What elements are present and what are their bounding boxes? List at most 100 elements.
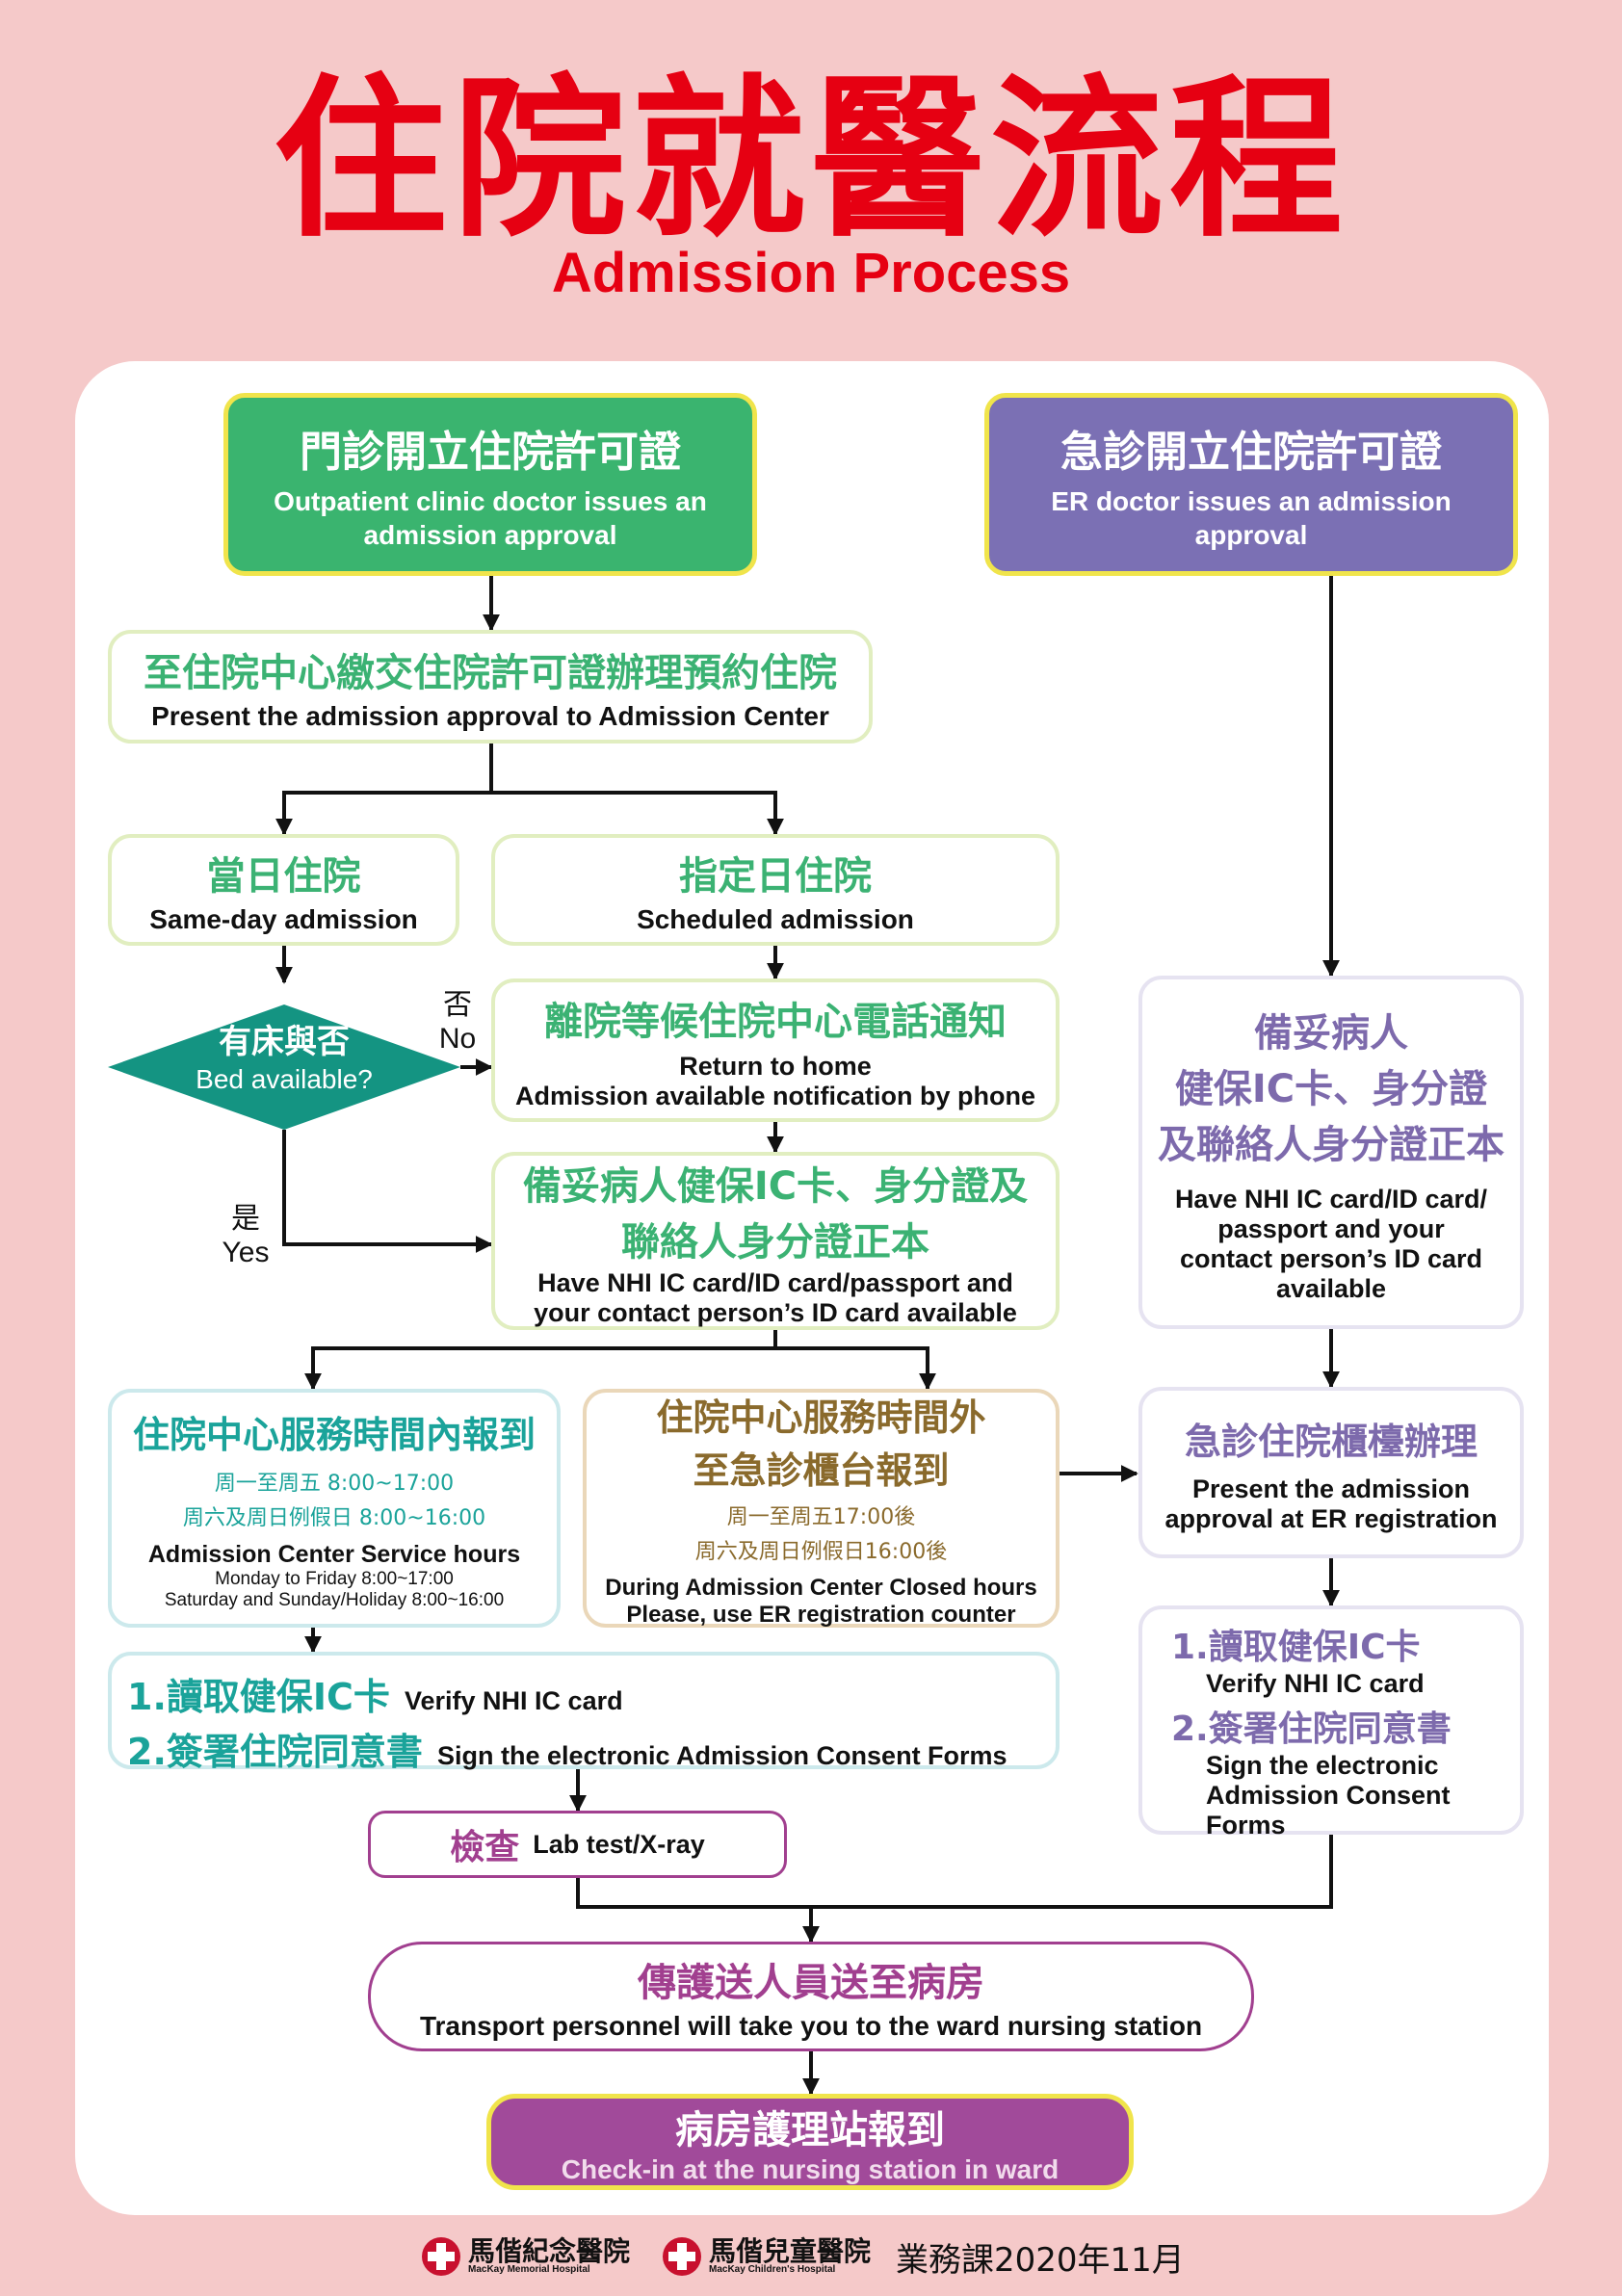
hospital-cross-logo — [663, 2237, 701, 2276]
return-home-line1: Return to home — [679, 1051, 872, 1081]
checkin-en: Check-in at the nursing station in ward — [561, 2154, 1060, 2184]
label-no-zh: 否 — [443, 989, 472, 1021]
er-counter-line2: approval at ER registration — [1164, 1503, 1498, 1533]
scheduled-subtitle: Scheduled admission — [637, 904, 914, 934]
page-title: 住院就醫流程 — [273, 60, 1348, 261]
service-out-en2: Please, use ER registration counter — [626, 1602, 1016, 1628]
footer-department: 業務課2020年11月 — [896, 2232, 1185, 2281]
arrow-present-split-left — [275, 744, 493, 836]
verify-right-step2-zh: 2.簽署住院同意書 — [1171, 1709, 1452, 1749]
scheduled-title: 指定日住院 — [679, 854, 872, 899]
er-counter-line1: Present the admission — [1191, 1474, 1471, 1503]
documents-left-box: 備妥病人健保IC卡、身分證及 聯絡人身分證正本 Have NHI IC card… — [491, 1152, 1060, 1330]
footer-hospital2-en: MacKay Children's Hospital — [709, 2264, 836, 2275]
verify-right-box: 1.讀取健保IC卡 Verify NHI IC card 2.簽署住院同意書 S… — [1138, 1605, 1524, 1839]
documents-left-title1: 備妥病人健保IC卡、身分證及 — [522, 1163, 1029, 1209]
er-counter-title: 急診住院櫃檯辦理 — [1184, 1420, 1478, 1463]
documents-right-title2: 健保IC卡、身分證 — [1174, 1066, 1488, 1111]
return-home-title: 離院等候住院中心電話通知 — [544, 999, 1007, 1044]
documents-left-title2: 聯絡人身分證正本 — [621, 1219, 929, 1265]
decision-bed-subtitle: Bed available? — [196, 1064, 373, 1094]
documents-right-title1: 備妥病人 — [1254, 1010, 1408, 1056]
verify-left-step2-en: Sign the electronic Admission Consent Fo… — [436, 1741, 1007, 1770]
service-out-hours2: 周六及周日例假日16:00後 — [694, 1540, 948, 1564]
footer-hospital2-zh: 馬偕兒童醫院 — [709, 2235, 872, 2267]
decision-diamond-bed — [108, 1004, 460, 1130]
documents-right-line3: contact person’s ID card — [1179, 1243, 1483, 1273]
documents-right-line2: passport and your — [1217, 1213, 1445, 1243]
transport-zh: 傳護送人員送至病房 — [638, 1961, 984, 2005]
service-in-hours1: 周一至周五 8:00~17:00 — [214, 1472, 455, 1496]
arrow-present-split-right — [491, 791, 784, 836]
service-out-title2: 至急診櫃台報到 — [693, 1449, 950, 1492]
arrow-right-merge — [811, 1835, 1333, 1909]
service-out-en1: During Admission Center Closed hours — [605, 1575, 1037, 1601]
er-title: 急診開立住院許可證 — [1060, 428, 1442, 477]
verify-left-step2-zh: 2.簽署住院同意書 — [127, 1731, 423, 1773]
present-subtitle: Present the admission approval to Admiss… — [151, 701, 829, 731]
service-in-en-hours2: Saturday and Sunday/Holiday 8:00~16:00 — [164, 1590, 505, 1610]
documents-right-line4: available — [1275, 1273, 1387, 1303]
service-out-title1: 住院中心服務時間外 — [656, 1396, 986, 1439]
transport-en: Transport personnel will take you to the… — [419, 2011, 1203, 2041]
documents-right-box: 備妥病人 健保IC卡、身分證 及聯絡人身分證正本 Have NHI IC car… — [1138, 976, 1524, 1329]
decision-bed-title: 有床與否 — [219, 1023, 350, 1061]
verify-left-box: 1.讀取健保IC卡 Verify NHI IC card 2.簽署住院同意書 S… — [108, 1652, 1060, 1773]
verify-right-step2-en2: Admission Consent — [1206, 1781, 1451, 1810]
er-counter-box: 急診住院櫃檯辦理 Present the admission approval … — [1138, 1387, 1524, 1558]
outpatient-subtitle: Outpatient clinic doctor issues an admis… — [274, 486, 707, 550]
service-hours-out-box: 住院中心服務時間外 至急診櫃台報到 周一至周五17:00後 周六及周日例假日16… — [583, 1389, 1060, 1628]
hospital-cross-logo — [422, 2237, 460, 2276]
verify-right-step2-en3: Forms — [1206, 1811, 1286, 1839]
lab-test-en: Lab test/X-ray — [533, 1829, 705, 1859]
arrow-bed-yes — [282, 1130, 493, 1253]
label-yes-zh: 是 — [231, 1203, 260, 1235]
arrow-docs-split-left — [304, 1330, 777, 1391]
footer-logo-children: 馬偕兒童醫院 MacKay Children's Hospital — [661, 2232, 871, 2281]
label-no-en: No — [438, 1023, 477, 1055]
arrow-docs-split-right — [775, 1346, 936, 1391]
label-yes: 是 Yes — [212, 1194, 279, 1269]
footer-hospital1-zh: 馬偕紀念醫院 — [468, 2235, 631, 2267]
decision-bed-text: 有床與否 Bed available? — [125, 1015, 443, 1095]
return-home-line2: Admission available notification by phon… — [514, 1081, 1036, 1110]
outpatient-start-box: 門診開立住院許可證 Outpatient clinic doctor issue… — [223, 393, 757, 576]
transport-box: 傳護送人員送至病房 Transport personnel will take … — [368, 1942, 1254, 2051]
verify-left-step1: 1.讀取健保IC卡 Verify NHI IC card — [127, 1667, 1056, 1720]
service-in-title: 住院中心服務時間內報到 — [132, 1414, 536, 1456]
present-title: 至住院中心繳交住院許可證辦理預約住院 — [144, 651, 837, 695]
footer-dept-text: 業務課2020年11月 — [896, 2240, 1185, 2280]
present-approval-box: 至住院中心繳交住院許可證辦理預約住院 Present the admission… — [108, 630, 873, 744]
page-subtitle: Admission Process — [551, 242, 1071, 304]
documents-left-line1: Have NHI IC card/ID card/passport and — [537, 1267, 1013, 1297]
checkin-end-box: 病房護理站報到 Check-in at the nursing station … — [486, 2094, 1134, 2190]
outpatient-title: 門診開立住院許可證 — [300, 428, 681, 477]
scheduled-box: 指定日住院 Scheduled admission — [491, 834, 1060, 946]
same-day-box: 當日住院 Same-day admission — [108, 834, 459, 946]
same-day-subtitle: Same-day admission — [149, 904, 418, 934]
arrow-lab-merge — [576, 1878, 811, 1909]
label-no: 否 No — [424, 980, 491, 1056]
verify-left-step2: 2.簽署住院同意書 Sign the electronic Admission … — [127, 1722, 1056, 1775]
lab-test-zh: 檢查 — [450, 1828, 520, 1867]
verify-right-step1-zh: 1.讀取健保IC卡 — [1171, 1628, 1421, 1667]
label-yes-en: Yes — [222, 1237, 270, 1268]
documents-right-title3: 及聯絡人身分證正本 — [1158, 1122, 1504, 1167]
verify-left-step1-zh: 1.讀取健保IC卡 — [127, 1676, 390, 1718]
er-start-box: 急診開立住院許可證 ER doctor issues an admission … — [984, 393, 1518, 576]
return-home-box: 離院等候住院中心電話通知 Return to home Admission av… — [491, 978, 1060, 1122]
footer-hospital1-en: MacKay Memorial Hospital — [468, 2264, 590, 2275]
verify-right-step1-en: Verify NHI IC card — [1206, 1669, 1425, 1698]
verify-left-step1-en: Verify NHI IC card — [405, 1686, 623, 1715]
lab-test-box: 檢查 Lab test/X-ray — [368, 1811, 787, 1878]
footer-logo-memorial: 馬偕紀念醫院 MacKay Memorial Hospital — [420, 2232, 630, 2281]
checkin-zh: 病房護理站報到 — [675, 2108, 945, 2152]
same-day-title: 當日住院 — [206, 854, 361, 899]
documents-left-line2: your contact person’s ID card available — [534, 1297, 1017, 1327]
documents-right-line1: Have NHI IC card/ID card/ — [1174, 1184, 1488, 1213]
service-hours-in-box: 住院中心服務時間內報到 周一至周五 8:00~17:00 周六及周日例假日 8:… — [108, 1389, 561, 1628]
service-in-en-hours1: Monday to Friday 8:00~17:00 — [215, 1569, 454, 1589]
verify-right-step2-en1: Sign the electronic — [1206, 1751, 1439, 1780]
service-out-hours1: 周一至周五17:00後 — [726, 1505, 916, 1529]
